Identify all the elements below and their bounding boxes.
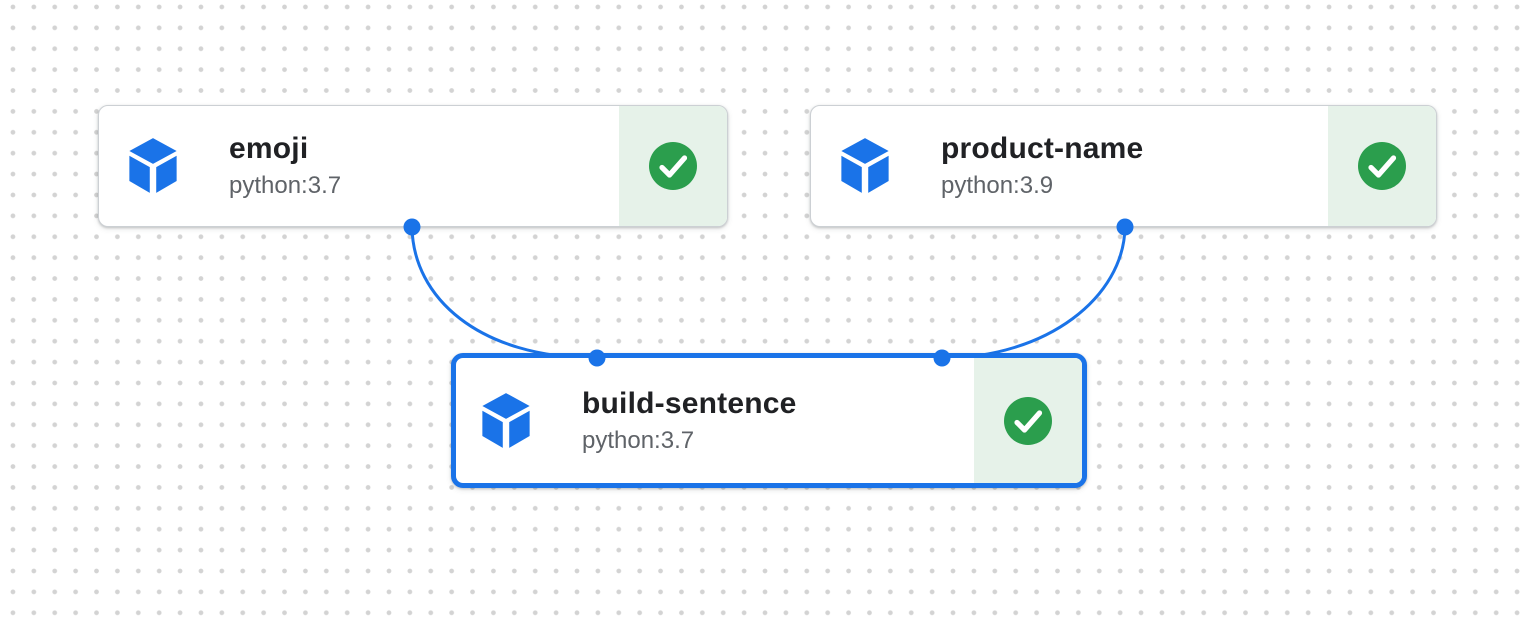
- node-image-label: python:3.9: [941, 172, 1054, 199]
- edge-product-name-to-build-sentence: [941, 226, 1127, 360]
- pipeline-node-build-sentence[interactable]: build-sentence python:3.7: [451, 353, 1087, 488]
- node-title: build-sentence: [582, 386, 797, 420]
- container-cube-icon: [129, 138, 177, 193]
- node-image-label: python:3.7: [229, 172, 342, 199]
- status-section: [1328, 106, 1436, 226]
- pipeline-node-emoji[interactable]: emoji python:3.7: [98, 105, 728, 227]
- status-section: [974, 358, 1082, 483]
- check-circle-icon: [1004, 396, 1052, 445]
- pipeline-node-product-name[interactable]: product-name python:3.9: [810, 105, 1437, 227]
- container-cube-icon: [482, 392, 530, 448]
- node-title: product-name: [941, 132, 1144, 165]
- check-circle-icon: [649, 142, 697, 190]
- node-image-label: python:3.7: [582, 426, 695, 454]
- edge-emoji-to-build-sentence: [410, 226, 598, 360]
- status-section: [619, 106, 727, 226]
- node-title: emoji: [229, 132, 309, 165]
- check-circle-icon: [1358, 142, 1406, 190]
- container-cube-icon: [841, 138, 889, 193]
